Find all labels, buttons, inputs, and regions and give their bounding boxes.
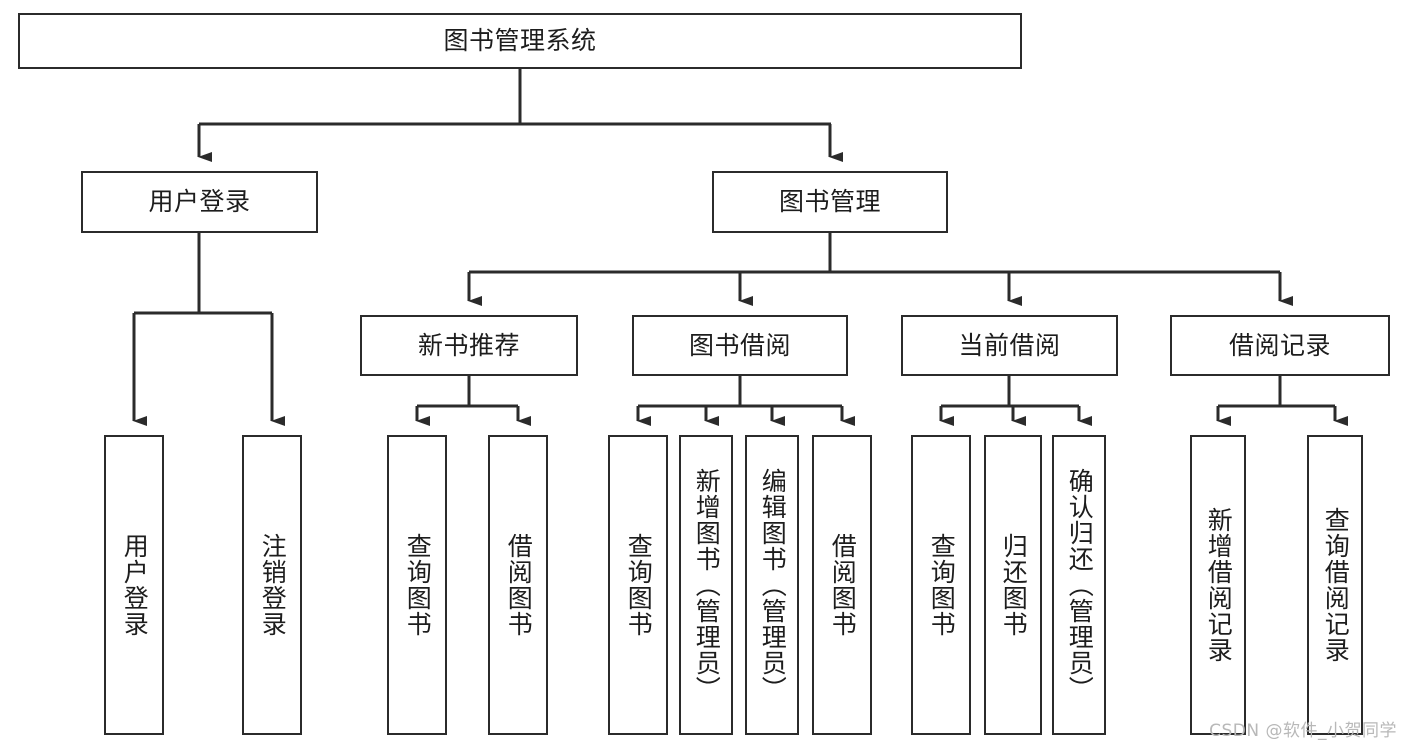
node-user-login[interactable]: 用户登录 xyxy=(81,171,318,233)
node-leaf-borrow-book-borrow[interactable]: 借阅图书 xyxy=(812,435,872,735)
node-leaf-edit-book-admin-label: 编辑图书（管理员） xyxy=(758,468,788,702)
node-leaf-query-book-current-label: 查询图书 xyxy=(927,533,957,637)
node-leaf-user-login-label: 用户登录 xyxy=(120,533,150,637)
node-leaf-add-borrow-record-label: 新增借阅记录 xyxy=(1204,507,1234,663)
node-leaf-borrow-book-recommend[interactable]: 借阅图书 xyxy=(488,435,548,735)
node-leaf-query-book-recommend-label: 查询图书 xyxy=(403,533,433,637)
node-new-book-recommend-label: 新书推荐 xyxy=(417,330,520,360)
node-book-borrow[interactable]: 图书借阅 xyxy=(632,315,848,376)
node-leaf-add-book-admin[interactable]: 新增图书（管理员） xyxy=(679,435,733,735)
node-leaf-query-borrow-record-label: 查询借阅记录 xyxy=(1321,507,1351,663)
node-current-borrow[interactable]: 当前借阅 xyxy=(901,315,1118,376)
node-book-manage-label: 图书管理 xyxy=(778,187,881,217)
node-leaf-query-book-recommend[interactable]: 查询图书 xyxy=(387,435,447,735)
node-user-login-label: 用户登录 xyxy=(148,187,251,217)
node-book-borrow-label: 图书借阅 xyxy=(688,330,791,360)
node-leaf-add-borrow-record[interactable]: 新增借阅记录 xyxy=(1190,435,1246,735)
node-root-label: 图书管理系统 xyxy=(443,26,597,56)
node-root[interactable]: 图书管理系统 xyxy=(18,13,1022,69)
node-leaf-edit-book-admin[interactable]: 编辑图书（管理员） xyxy=(745,435,799,735)
node-leaf-return-book-label: 归还图书 xyxy=(999,533,1029,637)
node-leaf-user-logout[interactable]: 注销登录 xyxy=(242,435,302,735)
node-leaf-query-book-borrow-label: 查询图书 xyxy=(624,533,654,637)
node-leaf-user-logout-label: 注销登录 xyxy=(258,533,288,637)
node-leaf-return-book[interactable]: 归还图书 xyxy=(984,435,1042,735)
node-leaf-confirm-return-admin-label: 确认归还（管理员） xyxy=(1065,468,1095,702)
watermark-text: CSDN @软件_小贺同学 xyxy=(1209,721,1397,741)
node-leaf-confirm-return-admin[interactable]: 确认归还（管理员） xyxy=(1052,435,1106,735)
node-new-book-recommend[interactable]: 新书推荐 xyxy=(360,315,578,376)
node-borrow-record[interactable]: 借阅记录 xyxy=(1170,315,1390,376)
node-leaf-query-book-borrow[interactable]: 查询图书 xyxy=(608,435,668,735)
node-leaf-query-book-current[interactable]: 查询图书 xyxy=(911,435,971,735)
node-leaf-add-book-admin-label: 新增图书（管理员） xyxy=(692,468,722,702)
node-book-manage[interactable]: 图书管理 xyxy=(712,171,948,233)
node-leaf-borrow-book-borrow-label: 借阅图书 xyxy=(828,533,858,637)
node-borrow-record-label: 借阅记录 xyxy=(1228,330,1331,360)
node-leaf-user-login[interactable]: 用户登录 xyxy=(104,435,164,735)
node-leaf-borrow-book-recommend-label: 借阅图书 xyxy=(504,533,534,637)
node-leaf-query-borrow-record[interactable]: 查询借阅记录 xyxy=(1307,435,1363,735)
node-current-borrow-label: 当前借阅 xyxy=(958,330,1061,360)
